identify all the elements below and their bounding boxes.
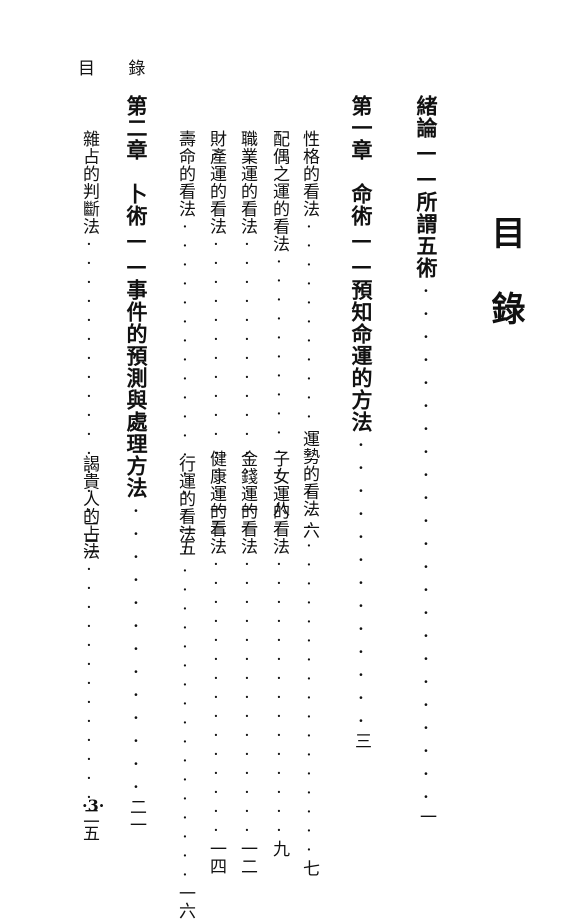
- toc-entry-page: 一二: [237, 840, 257, 875]
- dot-leader: ·············: [124, 499, 148, 798]
- dot-leader: ················: [175, 217, 195, 522]
- dot-leader: ·············: [79, 560, 99, 807]
- toc-entry-chapter-2[interactable]: 第二章 卜術——事件的預測與處理方法·············二一: [124, 95, 149, 834]
- toc-entry[interactable]: 健康運的看法···············一四: [206, 450, 226, 875]
- toc-entry-page: 二二: [79, 520, 99, 555]
- dot-leader: ·············: [269, 252, 289, 500]
- dot-leader: ··············: [237, 235, 257, 501]
- toc-entry-intro[interactable]: 緒論——所謂五術·······················一: [414, 95, 439, 826]
- dot-leader: ·············: [349, 433, 373, 732]
- toc-entry-title: 行運的看法: [175, 455, 195, 543]
- running-title: 目 錄: [78, 59, 160, 79]
- toc-entry-page: 八: [269, 499, 289, 518]
- toc-entry-page: 二一: [126, 798, 146, 834]
- dot-leader: ··················: [175, 542, 195, 885]
- toc-entry[interactable]: 謁貴人的占法·············二五: [79, 455, 99, 842]
- toc-entry-page: 二五: [79, 807, 99, 842]
- toc-entry-title: 運勢的看法: [299, 430, 319, 518]
- dot-leader: ···············: [237, 555, 257, 840]
- dot-leader: ···············: [206, 555, 226, 840]
- toc-entry-title: 性格的看法: [299, 130, 319, 218]
- toc-entry-title: 財產運的看法: [206, 130, 226, 235]
- toc-entry[interactable]: 壽命的看法················一五: [175, 130, 195, 557]
- toc-entry-title: 第二章 卜術——事件的預測與處理方法: [124, 95, 149, 499]
- toc-entry-title: 子女運的看法: [269, 450, 289, 555]
- toc-entry-title: 職業運的看法: [237, 130, 257, 235]
- toc-entry-title: 配偶之運的看法: [269, 130, 289, 253]
- toc-entry-page: 一三: [206, 501, 226, 536]
- toc-entry-title: 金錢運的看法: [237, 450, 257, 555]
- toc-entry-page: 九: [269, 840, 289, 858]
- toc-entry[interactable]: 金錢運的看法···············一二: [237, 450, 257, 875]
- toc-entry-page: 六: [299, 521, 319, 540]
- page-number: ·3·: [82, 796, 105, 815]
- toc-entry-title: 雜占的判斷法: [79, 130, 99, 235]
- toc-entry-title: 第一章 命術——預知命運的方法: [349, 95, 374, 433]
- page-title: 目錄: [485, 215, 525, 367]
- toc-entry[interactable]: 性格的看法················六: [299, 130, 319, 540]
- toc-entry-page: 一一: [237, 501, 257, 536]
- toc-entry-page: 三: [351, 732, 371, 750]
- toc-entry-page: 一五: [175, 521, 195, 557]
- toc-entry[interactable]: 雜占的判斷法···············二二: [79, 130, 99, 555]
- toc-entry[interactable]: 職業運的看法··············一一: [237, 130, 257, 536]
- toc-entry-title: 壽命的看法: [175, 130, 195, 218]
- toc-entry-page: 一: [416, 808, 436, 826]
- toc-entry[interactable]: 配偶之運的看法·············八: [269, 130, 289, 518]
- dot-leader: ·······················: [414, 279, 438, 808]
- toc-entry-title: 緒論——所謂五術: [414, 95, 439, 279]
- dot-leader: ··············: [206, 235, 226, 501]
- toc-entry-page: 一六: [175, 884, 195, 920]
- toc-entry-title: 健康運的看法: [206, 450, 226, 555]
- dot-leader: ··················: [299, 517, 319, 860]
- toc-entry-page: 七: [299, 859, 319, 878]
- toc-entry[interactable]: 子女運的看法···············九: [269, 450, 289, 858]
- dot-leader: ················: [299, 217, 319, 522]
- toc-entry-chapter-1[interactable]: 第一章 命術——預知命運的方法·············三: [349, 95, 374, 770]
- toc-entry-title: 謁貴人的占法: [79, 455, 99, 560]
- toc-entry-page: 一四: [206, 840, 226, 875]
- dot-leader: ···············: [79, 235, 99, 520]
- dot-leader: ···············: [269, 555, 289, 840]
- toc-entry[interactable]: 財產運的看法··············一三: [206, 130, 226, 536]
